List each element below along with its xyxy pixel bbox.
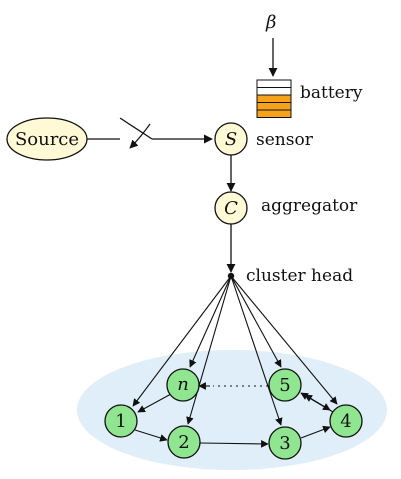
aggregator-label: aggregator — [261, 196, 358, 216]
arrow-4-5-bidir — [304, 394, 331, 411]
node-3-label: 3 — [279, 433, 290, 454]
node-1-label: 1 — [115, 411, 126, 432]
cluster-head-label: cluster head — [246, 266, 353, 286]
switch-icon — [119, 117, 213, 149]
node-n: n — [166, 368, 200, 402]
arrow-head-to-3 — [230, 275, 283, 426]
battery-label: battery — [300, 83, 363, 103]
node-n-label: n — [177, 374, 189, 395]
arrow-head-to-2 — [186, 275, 232, 425]
arrow-3-to-4 — [300, 425, 331, 439]
arrow-head-to-1 — [132, 275, 232, 407]
node-3: 3 — [268, 426, 302, 460]
node-4-label: 4 — [340, 411, 351, 432]
node-2: 2 — [167, 425, 201, 459]
arrow-n-to-1 — [137, 393, 172, 413]
cluster-region — [77, 350, 387, 470]
node-5-label: 5 — [279, 375, 290, 396]
node-5: 5 — [268, 368, 302, 402]
arrow-head-to-5 — [230, 275, 282, 368]
battery-icon — [256, 79, 292, 118]
source-label: Source — [15, 129, 79, 150]
sensor-label: sensor — [256, 130, 314, 150]
arrow-head-to-n — [189, 275, 232, 368]
node-2-label: 2 — [178, 432, 189, 453]
arrow-2-to-3 — [199, 440, 269, 448]
fanout-arrows — [132, 275, 338, 426]
node-4: 4 — [329, 404, 363, 438]
beta-label: β — [265, 12, 276, 33]
sensor-symbol: S — [225, 129, 237, 150]
arrow-1-to-2 — [134, 429, 168, 442]
node-1: 1 — [104, 404, 138, 438]
arrow-head-to-4 — [230, 275, 338, 405]
aggregator-symbol: C — [224, 198, 238, 219]
